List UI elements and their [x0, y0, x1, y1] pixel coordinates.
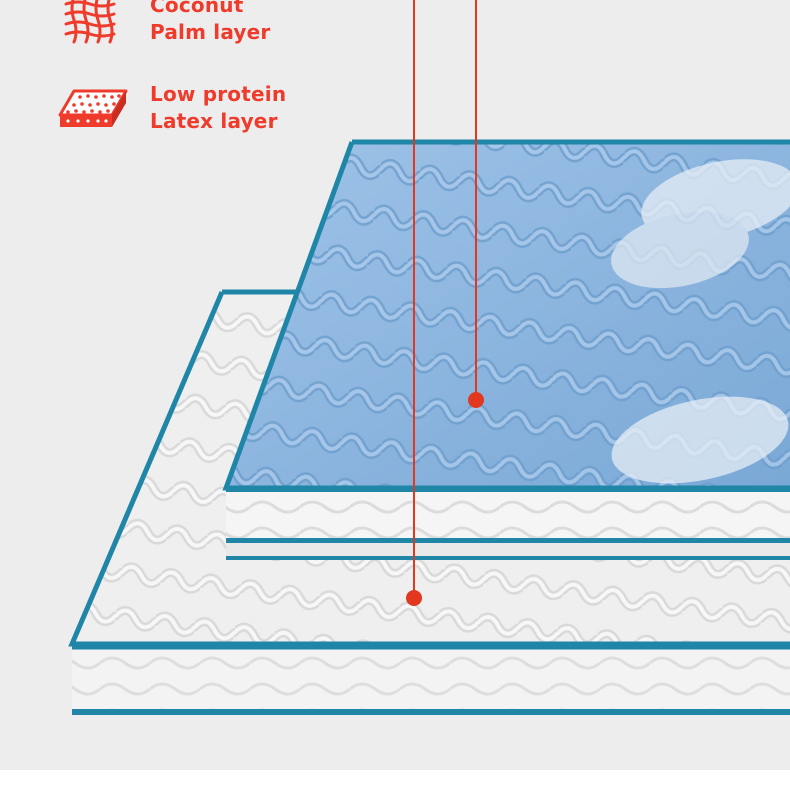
coconut-line1: Coconut: [150, 0, 244, 17]
legend-coconut: Coconut Palm layer: [56, 0, 270, 48]
bottom-strip: [0, 770, 790, 792]
top-mattress: [222, 139, 790, 560]
latex-line2: Latex layer: [150, 109, 278, 133]
latex-foam-icon: [58, 89, 128, 127]
grid-mesh-icon: [64, 0, 116, 44]
legend-latex: Low protein Latex layer: [56, 81, 286, 137]
latex-callout-dot: [468, 392, 484, 408]
coconut-callout-dot: [406, 590, 422, 606]
coconut-line2: Palm layer: [150, 20, 271, 44]
latex-line1: Low protein: [150, 82, 287, 106]
